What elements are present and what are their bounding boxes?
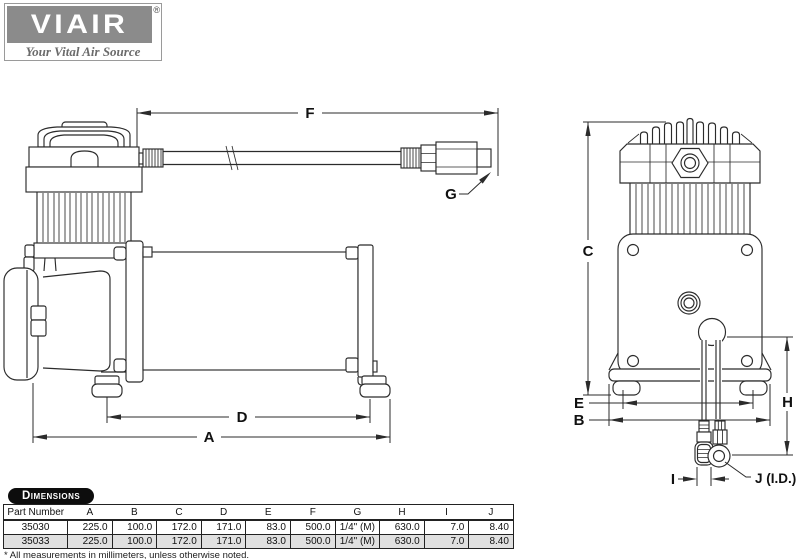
table-cell: 171.0 [200, 519, 247, 535]
col-header-a: A [67, 504, 113, 521]
col-header-j: J [468, 504, 514, 521]
header-row: Part Number A B C D E F G H I J [3, 504, 514, 521]
logo-box: VIAIR [7, 6, 152, 43]
dim-label-c: C [583, 243, 594, 260]
table-cell: 171.0 [200, 534, 247, 549]
lead-wires [700, 340, 722, 426]
dimensions-tab: Dimensions [8, 488, 95, 504]
col-header-h: H [379, 504, 425, 521]
dim-label-e: E [574, 395, 584, 412]
brand-tagline: Your Vital Air Source [25, 44, 141, 59]
brand-wordmark: VIAIR [30, 9, 129, 39]
table-cell: 225.0 [67, 534, 113, 549]
right-foot [359, 383, 391, 398]
table-cell: 83.0 [245, 519, 291, 535]
hose-end-fitting [400, 141, 492, 175]
table-cell: 225.0 [67, 519, 113, 535]
front-view [608, 117, 772, 468]
front-view-dimensions: C E B H I J (I.D.) [574, 121, 796, 488]
dim-label-j: J (I.D.) [755, 471, 796, 486]
col-header-g: G [335, 504, 380, 521]
table-cell: 83.0 [245, 534, 291, 549]
col-header-f: F [290, 504, 336, 521]
ring-terminal [707, 420, 731, 468]
table-cell: 100.0 [111, 534, 158, 549]
wire-grommet [697, 317, 727, 347]
dim-label-f: F [305, 105, 314, 122]
table-cell: 500.0 [289, 534, 336, 549]
dim-label-a: A [204, 429, 215, 446]
table-cell: 630.0 [379, 534, 425, 549]
table-cell: 7.0 [423, 534, 470, 549]
table-row: 35030 225.0 100.0 172.0 171.0 83.0 500.0… [3, 519, 514, 535]
left-foot [91, 383, 123, 398]
dim-label-b: B [574, 412, 585, 429]
dimensions-table: Part Number A B C D E F G H I J 35030 22… [3, 504, 514, 549]
side-view-dimensions: F G D A [32, 105, 499, 446]
measurements-footnote: * All measurements in millimeters, unles… [4, 550, 249, 559]
dim-label-i: I [671, 471, 675, 488]
table-cell: 1/4" (M) [334, 519, 381, 535]
dim-label-d: D [237, 409, 248, 426]
registered-mark: ® [153, 5, 160, 15]
dim-label-h: H [782, 394, 793, 411]
table-cell: 500.0 [289, 519, 336, 535]
side-view [3, 121, 492, 398]
motor-body [142, 251, 359, 371]
cell-part-number: 35033 [3, 534, 68, 549]
viair-logo: VIAIR ® Your Vital Air Source [4, 3, 162, 61]
dim-label-g: G [445, 186, 457, 203]
table-cell: 630.0 [379, 519, 425, 535]
col-header-e: E [245, 504, 291, 521]
table-row: 35033 225.0 100.0 172.0 171.0 83.0 500.0… [3, 534, 514, 549]
col-header-d: D [201, 504, 246, 521]
table-cell: 8.40 [468, 534, 514, 549]
table-cell: 172.0 [156, 519, 202, 535]
table-cell: 172.0 [156, 534, 202, 549]
cell-part-number: 35030 [3, 519, 68, 535]
table-cell: 8.40 [468, 519, 514, 535]
col-header-part-number: Part Number [3, 504, 68, 521]
table-cell: 7.0 [423, 519, 470, 535]
air-hose [163, 145, 401, 171]
air-filter [3, 267, 47, 381]
col-header-c: C [156, 504, 202, 521]
table-cell: 1/4" (M) [334, 534, 381, 549]
col-header-i: I [424, 504, 469, 521]
col-header-b: B [112, 504, 157, 521]
table-cell: 100.0 [111, 519, 158, 535]
